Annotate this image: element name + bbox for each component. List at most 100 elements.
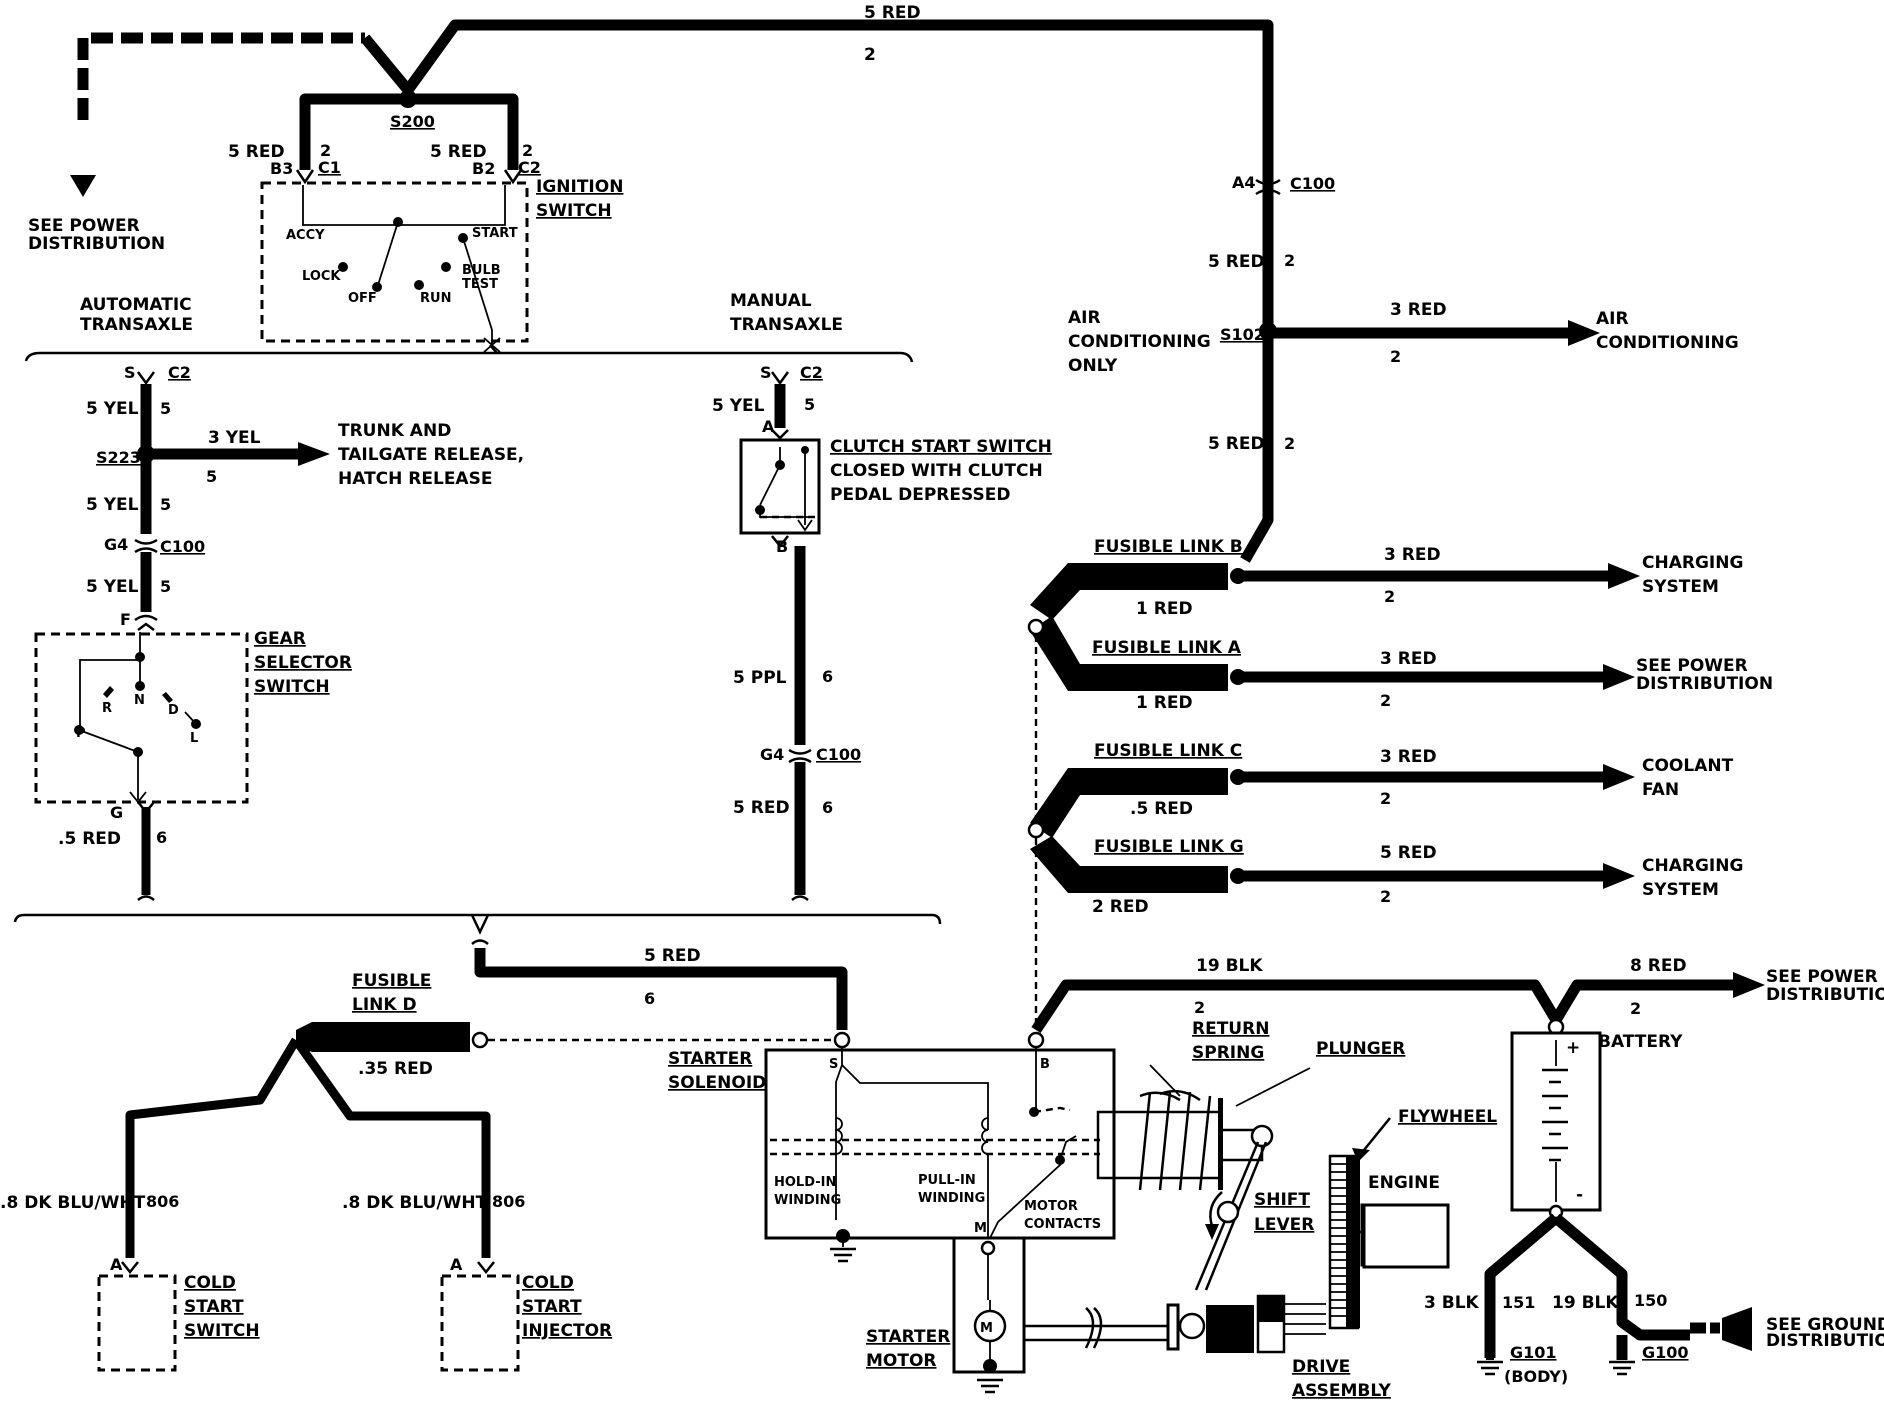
wire-label: 5 YEL (86, 399, 139, 419)
wire-circuit: 2 (1390, 347, 1401, 366)
battery-minus: - (1576, 1185, 1583, 1205)
connector-label: C2 (168, 363, 191, 382)
wire-label: 1 RED (1136, 599, 1193, 619)
pin-label: G (110, 803, 123, 822)
see-power-label: DISTRIBUTION (28, 234, 165, 254)
region-label: AIR (1068, 308, 1101, 328)
component-label: PLUNGER (1316, 1039, 1405, 1059)
pin-label: B2 (472, 159, 495, 178)
fusible-link-label: LINK D (352, 995, 417, 1015)
wire-label: 5 YEL (712, 396, 765, 416)
wire-label: 5 PPL (733, 668, 787, 688)
component-label: START (522, 1297, 582, 1317)
pin-label: S (760, 363, 772, 382)
component-label: IGNITION (536, 177, 623, 197)
component-label: STARTER (866, 1327, 950, 1347)
wire-label: 3 RED (1380, 649, 1437, 669)
component-label: CLUTCH START SWITCH (830, 437, 1052, 457)
ignition-feed-wires (299, 93, 519, 170)
contacts-label: MOTOR (1024, 1199, 1078, 1214)
wire-circuit: 2 (320, 141, 331, 160)
wire-label: .5 RED (58, 829, 121, 849)
pin-label: A (450, 1255, 463, 1274)
switch-position: RUN (420, 291, 451, 306)
region-label: ONLY (1068, 356, 1118, 376)
pin-label: A (762, 417, 775, 436)
connector-label: C100 (816, 745, 861, 764)
wire-circuit: 806 (492, 1192, 525, 1211)
destination-label: SEE POWER (1766, 967, 1878, 987)
leader-plunger (1235, 1067, 1311, 1107)
component-label: INJECTOR (522, 1321, 612, 1341)
gear-position: D (168, 703, 179, 718)
component-label: SPRING (1192, 1043, 1264, 1063)
fusible-link-label: FUSIBLE LINK G (1094, 837, 1244, 857)
component-label: SWITCH (254, 677, 330, 697)
wire-label: 5 RED (864, 3, 921, 23)
bracket-tick (489, 344, 498, 354)
wire-label: 8 RED (1630, 956, 1687, 976)
wire-circuit: 151 (1502, 1293, 1535, 1312)
switch-position: OFF (348, 291, 377, 306)
wire-label: 5 YEL (86, 577, 139, 597)
wire-label: 3 RED (1380, 747, 1437, 767)
wire-circuit: 2 (1630, 999, 1641, 1018)
pin-label: B3 (270, 159, 293, 178)
terminal-label: M (974, 1221, 987, 1236)
bracket-notch (470, 914, 490, 935)
connector-label: C1 (318, 158, 341, 177)
component-label: SHIFT (1254, 1190, 1310, 1210)
wire-label: 5 RED (228, 142, 285, 162)
wire-circuit: 6 (156, 828, 167, 847)
section-label: AUTOMATIC (80, 295, 192, 315)
ground-g101 (1477, 1356, 1503, 1376)
destination-label: AIR (1596, 309, 1629, 329)
destination-label: DISTRIBUTION (1636, 674, 1773, 694)
wire-circuit: 5 (160, 495, 171, 514)
top-feed-wire (70, 19, 1274, 325)
fusible-link-label: FUSIBLE LINK A (1092, 638, 1242, 658)
pin-label: A4 (1232, 173, 1256, 192)
component-label: STARTER (668, 1049, 752, 1069)
wire-label: .8 DK BLU/WHT (0, 1193, 146, 1213)
destination-label: SYSTEM (1642, 880, 1719, 900)
ground-g100 (1609, 1335, 1635, 1376)
component-label: DRIVE (1292, 1357, 1350, 1377)
component-label: RETURN (1192, 1019, 1269, 1039)
wire-label: 2 RED (1092, 897, 1149, 917)
motor-symbol: M (980, 1321, 993, 1336)
connector-label: C100 (160, 537, 205, 556)
destination-label: CHARGING (1642, 553, 1743, 573)
terminal-label: S (829, 1057, 838, 1072)
component-label: PEDAL DEPRESSED (830, 485, 1010, 505)
wire-circuit: 2 (522, 141, 533, 160)
component-label: LEVER (1254, 1215, 1314, 1235)
wire-label: 1 RED (1136, 693, 1193, 713)
switch-position: TEST (462, 277, 498, 292)
wire-label: 5 RED (430, 142, 487, 162)
connector-label: C100 (1290, 174, 1335, 193)
switch-position: START (472, 226, 518, 241)
wire-label: 5 YEL (86, 495, 139, 515)
section-label: TRANSAXLE (730, 315, 843, 335)
winding-label: WINDING (774, 1193, 841, 1208)
transaxle-bracket (24, 351, 914, 363)
wire-circuit: 5 (206, 467, 217, 486)
destination-label: TRUNK AND (338, 421, 451, 441)
component-label: CLOSED WITH CLUTCH (830, 461, 1043, 481)
component-label: SOLENOID (668, 1073, 766, 1093)
winding-label: WINDING (918, 1191, 985, 1206)
gear-position: N (134, 693, 145, 708)
pin-label: F (120, 610, 131, 629)
destination-label: FAN (1642, 780, 1679, 800)
switch-position: ACCY (286, 228, 325, 243)
fusible-link-d (121, 1022, 834, 1275)
wire-circuit: 2 (864, 45, 876, 65)
wire-label: 3 RED (1384, 545, 1441, 565)
wire-circuit: 2 (1284, 251, 1295, 270)
wire-label: .8 DK BLU/WHT (342, 1193, 488, 1213)
wire-label: .5 RED (1130, 799, 1193, 819)
wire-circuit: 2 (1380, 789, 1391, 808)
component-label: COLD (522, 1273, 574, 1293)
